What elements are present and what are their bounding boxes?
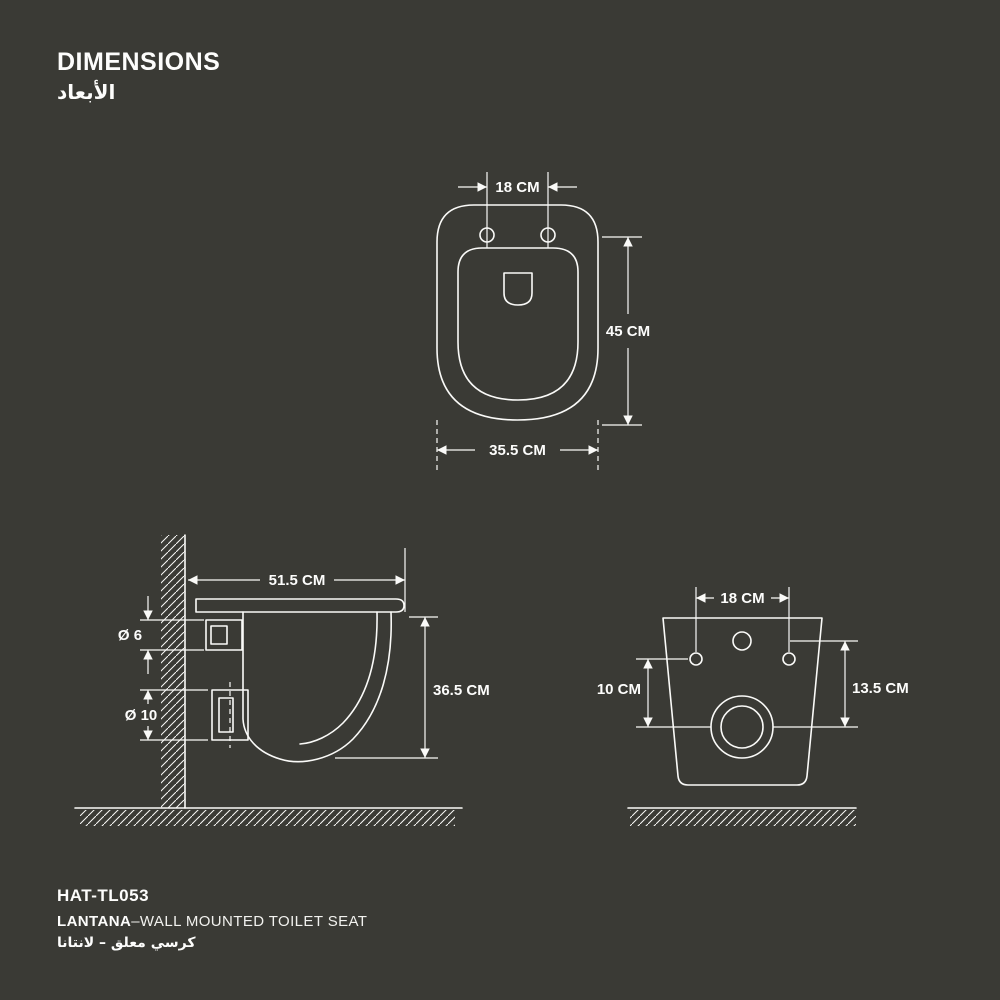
rear-view-inlet-hole	[732, 631, 752, 651]
rear-view-dim-hole-offset: 13.5 CM	[773, 640, 909, 728]
top-view-dim-width-label: 35.5 CM	[489, 442, 546, 459]
page-title: DIMENSIONS	[57, 48, 221, 76]
top-view-diagram: 18 CM 45 CM 35.5 CM	[436, 172, 650, 470]
product-info: HAT-TL053 LANTANA–WALL MOUNTED TOILET SE…	[57, 886, 367, 951]
side-view-bowl-inner-line	[299, 611, 378, 745]
side-view-dim-depth: 51.5 CM	[188, 548, 406, 612]
side-view-dim-height-label: 36.5 CM	[433, 682, 490, 699]
side-view-fixing-bracket	[205, 619, 243, 651]
side-view-dim-height: 36.5 CM	[335, 616, 490, 759]
rear-view-drain-inner	[720, 705, 764, 749]
rear-view-dim-drain-offset: 10 CM	[597, 658, 711, 728]
rear-view-dim-hole-spacing-label: 18 CM	[720, 590, 764, 607]
side-view-dim-hole-diameter: Ø 6	[118, 596, 204, 674]
top-view-dim-hole-spacing: 18 CM	[458, 172, 577, 248]
side-view-dim-pipe-diameter-label: Ø 10	[125, 707, 158, 724]
side-view-seat-lid	[195, 598, 405, 613]
top-view-seat-outline	[436, 204, 599, 421]
product-name-line: LANTANA–WALL MOUNTED TOILET SEAT	[57, 913, 367, 930]
side-view-diagram: 51.5 CM Ø 6 Ø 10 36.5 CM	[74, 534, 490, 826]
product-description: –WALL MOUNTED TOILET SEAT	[131, 913, 368, 930]
page-header: DIMENSIONS الأبعاد	[57, 48, 220, 104]
side-view-dim-depth-label: 51.5 CM	[269, 572, 326, 589]
top-view-dim-width: 35.5 CM	[436, 420, 599, 470]
side-view-dim-pipe-diameter: Ø 10	[125, 689, 208, 741]
side-view-waste-pipe	[211, 682, 249, 748]
page-title-arabic: الأبعاد	[57, 80, 116, 104]
rear-view-diagram: 18 CM 10 CM 13.5 CM	[597, 587, 909, 826]
rear-view-body-outline	[662, 617, 823, 786]
top-view-dim-length-label: 45 CM	[606, 323, 650, 340]
rear-view-dim-hole-spacing: 18 CM	[695, 587, 790, 652]
wall-hatching	[161, 535, 185, 808]
rear-view-mounting-hole-right	[782, 652, 796, 666]
top-view-flush-opening	[503, 272, 533, 306]
top-view-dim-hole-spacing-label: 18 CM	[495, 179, 539, 196]
side-view-dim-hole-diameter-label: Ø 6	[118, 627, 142, 644]
rear-view-dim-drain-offset-label: 10 CM	[597, 681, 641, 698]
rear-floor-hatching	[630, 810, 856, 826]
product-model-code: HAT-TL053	[57, 886, 150, 905]
product-name: LANTANA	[57, 913, 132, 930]
rear-view-dim-hole-offset-label: 13.5 CM	[852, 680, 909, 697]
floor-hatching	[80, 810, 455, 826]
side-view-bowl-outline	[242, 611, 393, 763]
product-name-arabic: كرسي معلق – لانتانا	[57, 935, 196, 951]
rear-view-mounting-hole-left	[689, 652, 703, 666]
top-view-dim-length: 45 CM	[602, 236, 650, 426]
top-view-seat-inner-rim	[457, 247, 579, 401]
